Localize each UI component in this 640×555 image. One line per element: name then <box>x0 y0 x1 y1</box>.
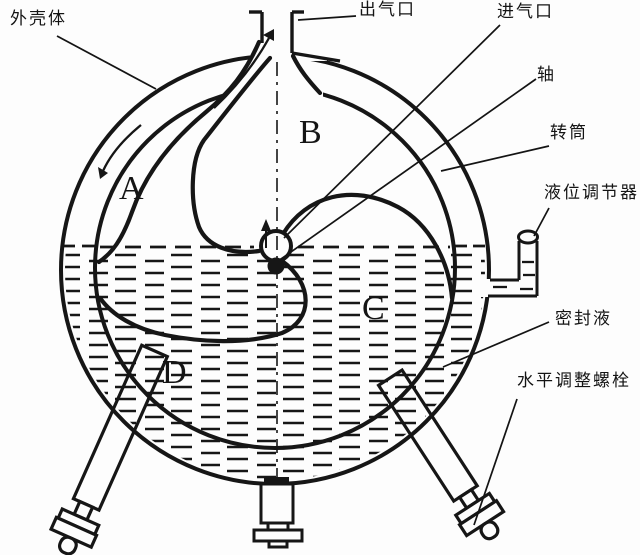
rotation-arrow <box>98 124 142 179</box>
center-pedestal <box>252 477 304 549</box>
channel-right-wall <box>290 53 323 96</box>
blade-channel-inner <box>190 55 273 254</box>
gas-outlet-pipe <box>249 10 341 63</box>
drum-leader <box>440 145 550 172</box>
hub-up-arrow <box>261 219 271 248</box>
leveling-bolt-leader <box>473 398 518 526</box>
label-sealing-liquid: 密封液 <box>555 309 612 328</box>
label-gas-outlet: 出气口 <box>359 0 416 19</box>
level-regulator-leader <box>533 207 550 237</box>
shaft-dot <box>267 257 285 275</box>
blade-c-d <box>97 258 308 344</box>
gas-flow-arrow <box>213 29 274 109</box>
right-leveling-bolt <box>479 520 500 541</box>
regulator-liquid-dashes <box>493 260 535 291</box>
left-leveling-bolt <box>57 535 78 555</box>
gas-inlet-leader <box>283 24 501 239</box>
leader-lines <box>56 15 550 526</box>
label-level-regulator: 液位调节器 <box>544 183 639 202</box>
left-leg <box>48 343 170 555</box>
right-leg <box>376 367 506 541</box>
blade-b-c <box>280 192 455 301</box>
outer-shell-leader <box>56 35 157 90</box>
chamber-d: D <box>162 354 187 391</box>
blade-a-b <box>96 39 262 265</box>
label-shaft: 轴 <box>537 65 556 84</box>
shaft-leader <box>280 78 537 260</box>
sealing-liquid-leader <box>442 321 550 368</box>
level-regulator <box>481 229 539 298</box>
liquid-surface-lines <box>62 244 488 249</box>
label-outer-shell: 外壳体 <box>10 9 67 28</box>
chamber-c: C <box>362 290 385 327</box>
drum-top-gap <box>227 80 323 97</box>
label-rotating-drum: 转筒 <box>550 123 588 142</box>
chamber-b: B <box>299 114 322 151</box>
gas-outlet-leader <box>297 15 357 21</box>
label-leveling-bolt: 水平调整螺栓 <box>517 371 631 390</box>
label-gas-inlet: 进气口 <box>497 2 554 21</box>
chamber-a: A <box>119 170 144 207</box>
